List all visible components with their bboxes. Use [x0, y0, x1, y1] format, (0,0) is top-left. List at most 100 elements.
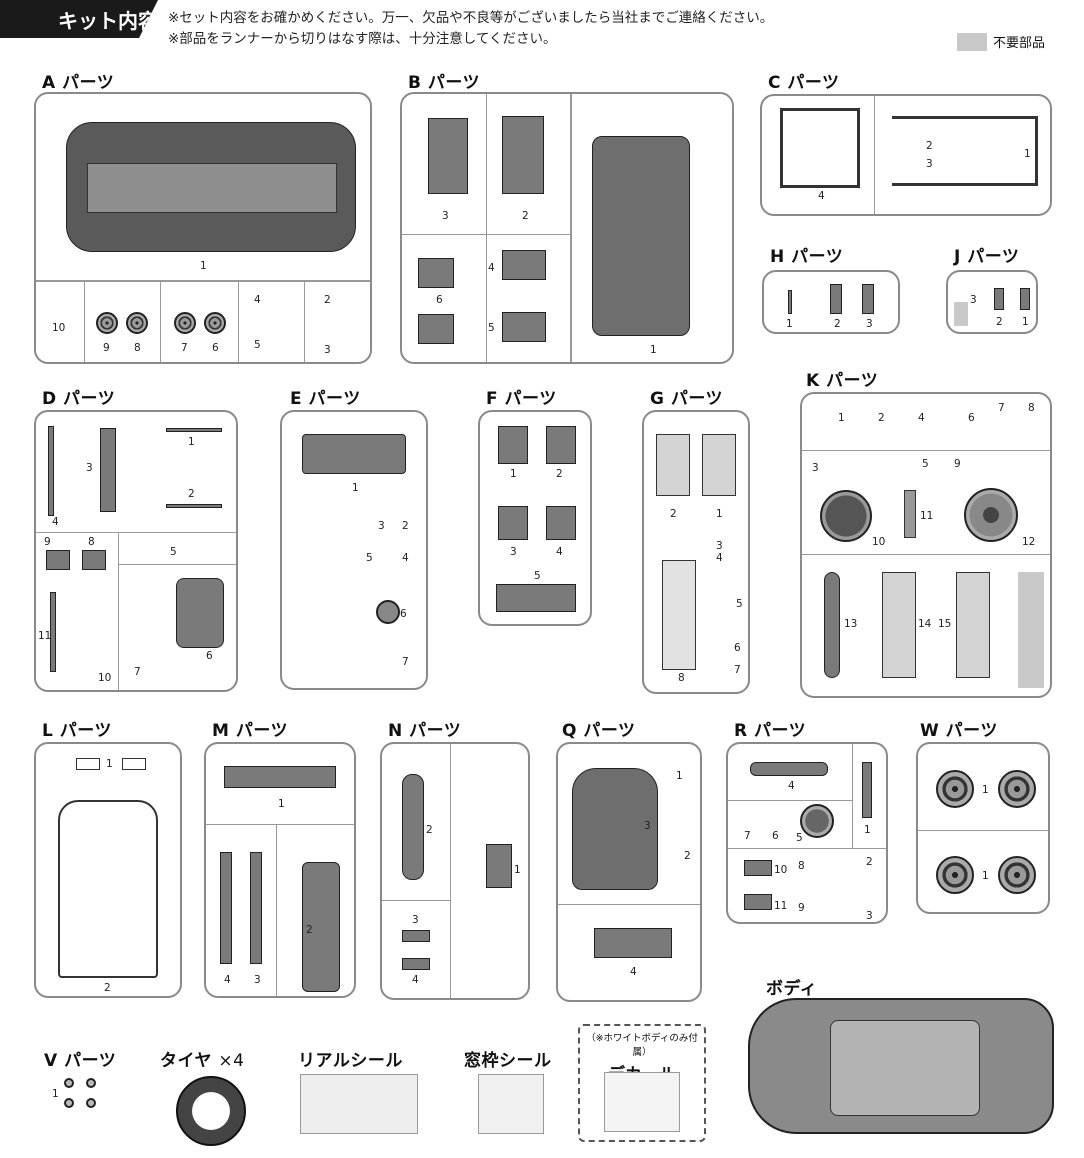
part-num: 7 — [734, 664, 741, 676]
part-num: 5 — [796, 832, 803, 844]
part-v-dot — [86, 1078, 96, 1088]
part-k12 — [964, 488, 1018, 542]
part-wheel — [998, 770, 1036, 808]
section-label-k: K パーツ — [806, 371, 879, 391]
legend-label: 不要部品 — [993, 36, 1046, 51]
legend-swatch — [957, 32, 987, 51]
part-n3 — [402, 930, 430, 942]
part-k13 — [824, 572, 840, 678]
runner-e: 1 3 2 5 4 6 7 — [280, 410, 428, 690]
part-num: 2 — [188, 488, 195, 500]
decal-note: （※ホワイトボディのみ付属） — [586, 1033, 698, 1058]
chassis-detail — [87, 163, 337, 213]
runner-w: 1 1 — [916, 742, 1050, 914]
cell-divider — [118, 532, 119, 690]
part-num: 6 — [772, 830, 779, 842]
part-num: 4 — [488, 262, 495, 274]
part-num: 13 — [844, 618, 858, 630]
part-num: 2 — [426, 824, 433, 836]
part-num: 4 — [402, 552, 409, 564]
part-d8 — [82, 550, 106, 570]
section-label-body: ボディ — [766, 979, 818, 999]
cell-divider — [118, 564, 236, 565]
part-q4 — [594, 928, 672, 958]
header-title: キット内容 — [58, 8, 158, 33]
part-r4 — [750, 762, 828, 776]
part-n1 — [486, 844, 512, 888]
part-r11 — [744, 894, 772, 910]
part-seat-cushion — [502, 312, 546, 342]
cell-divider — [802, 554, 1050, 555]
cell-divider — [874, 96, 875, 214]
runner-b: 3 2 6 4 5 1 — [400, 92, 734, 364]
part-num: 3 — [412, 914, 419, 926]
part-j2 — [994, 288, 1004, 310]
part-num: 6 — [206, 650, 213, 662]
cell-divider — [238, 282, 239, 362]
header-title-tab: キット内容 — [0, 0, 158, 38]
part-num: 4 — [224, 974, 231, 986]
decal-box: （※ホワイトボディのみ付属） デカール — [578, 1024, 706, 1142]
part-v-dot — [86, 1098, 96, 1108]
part-num: 3 — [926, 158, 933, 170]
part-h3 — [862, 284, 874, 314]
part-num: 3 — [716, 540, 723, 552]
tire-qty: ×4 — [218, 1051, 245, 1071]
part-g8-glass — [662, 560, 696, 670]
part-d11 — [50, 592, 56, 672]
part-num: 3 — [86, 462, 93, 474]
part-r10 — [744, 860, 772, 876]
section-label-e: E パーツ — [290, 389, 361, 409]
part-num: 3 — [510, 546, 517, 558]
part-r5 — [800, 804, 834, 838]
tire-label: タイヤ ×4 — [160, 1046, 244, 1071]
part-num: 8 — [134, 342, 141, 354]
section-label-f: F パーツ — [486, 389, 557, 409]
part-num: 3 — [866, 318, 873, 330]
part-num: 8 — [678, 672, 685, 684]
part-brake-disc — [96, 312, 118, 334]
part-num: 5 — [736, 598, 743, 610]
part-num: 1 — [982, 784, 989, 796]
part-num: 1 — [1024, 148, 1031, 160]
part-v-dot — [64, 1078, 74, 1088]
section-label-h: H パーツ — [770, 247, 844, 267]
part-brake-disc — [126, 312, 148, 334]
cell-divider — [486, 94, 487, 362]
part-m4 — [220, 852, 232, 964]
part-num: 11 — [774, 900, 788, 912]
part-num: 4 — [556, 546, 563, 558]
part-num: 3 — [866, 910, 873, 922]
window-seal-sheet — [478, 1074, 544, 1134]
decal-sheet — [604, 1072, 680, 1132]
cell-divider — [160, 282, 161, 362]
runner-n: 2 3 4 1 — [380, 742, 530, 1000]
part-f2 — [546, 426, 576, 464]
real-seal-sheet — [300, 1074, 418, 1134]
section-label-m: M パーツ — [212, 721, 288, 741]
cell-divider — [36, 532, 236, 533]
runner-a-divider — [36, 280, 370, 282]
part-num: 4 — [918, 412, 925, 424]
part-num: 3 — [644, 820, 651, 832]
section-label-n: N パーツ — [388, 721, 462, 741]
part-num: 1 — [106, 758, 113, 770]
part-unneeded — [1018, 572, 1044, 688]
part-dashboard — [302, 434, 406, 474]
part-num: 2 — [104, 982, 111, 994]
part-num: 10 — [98, 672, 112, 684]
section-label-a: A パーツ — [42, 73, 115, 93]
cell-divider — [84, 282, 85, 362]
part-m2 — [302, 862, 340, 992]
part-num: 4 — [716, 552, 723, 564]
part-num: 2 — [926, 140, 933, 152]
part-r1 — [862, 762, 872, 818]
part-interior-tub — [592, 136, 690, 336]
runner-q: 3 1 2 4 — [556, 742, 702, 1002]
part-num: 5 — [922, 458, 929, 470]
runner-h: 1 2 3 — [762, 270, 900, 334]
cell-divider — [570, 94, 572, 362]
part-g1-glass — [702, 434, 736, 496]
note-line-2: ※部品をランナーから切りはなす際は、十分注意してください。 — [168, 31, 557, 47]
part-num: 2 — [670, 508, 677, 520]
